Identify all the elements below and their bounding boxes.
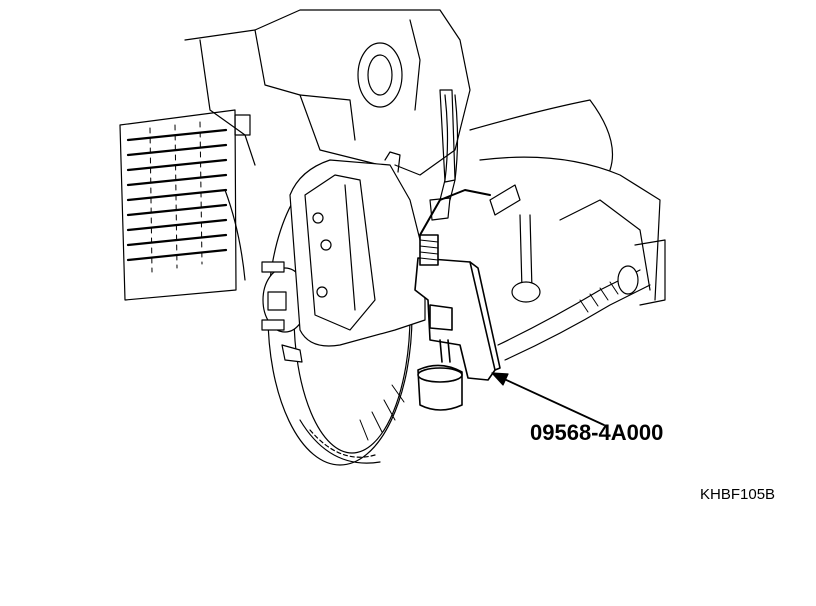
callout-leader xyxy=(492,373,604,425)
special-tool xyxy=(415,190,500,410)
brake-hose xyxy=(430,95,458,220)
tie-rod xyxy=(490,185,665,360)
figure-code-label: KHBF105B xyxy=(700,486,776,503)
tool-part-number-label: 09568-4A000 xyxy=(530,420,664,445)
brake-caliper xyxy=(290,152,425,346)
strut-body-structure xyxy=(185,10,660,300)
radiator-grille xyxy=(120,110,236,300)
